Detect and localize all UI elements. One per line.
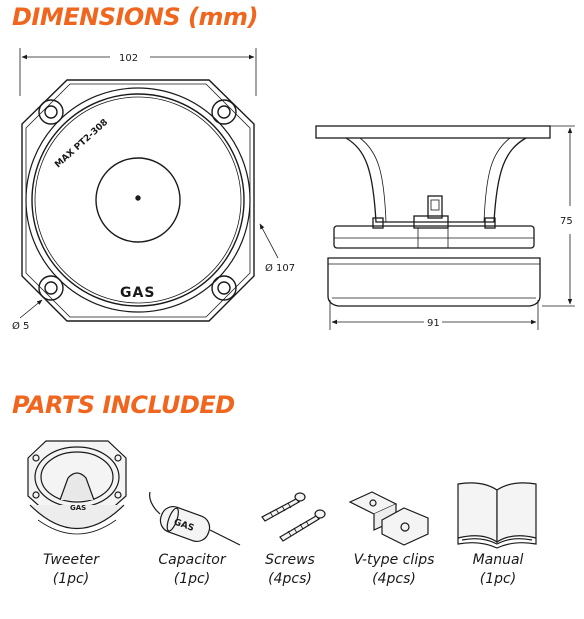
- mounting-hole: [211, 99, 237, 125]
- part-qty: (1pc): [173, 571, 211, 587]
- part-qty: (4pcs): [268, 571, 312, 587]
- gas-logo: GAS: [120, 285, 155, 301]
- part-name: Capacitor: [158, 552, 226, 568]
- mounting-hole: [211, 275, 237, 301]
- dimensions-heading: DIMENSIONS (mm): [12, 3, 259, 31]
- part-name: V-type clips: [353, 552, 435, 568]
- front-view: [19, 48, 257, 322]
- parts-item-manual: Manual (1pc): [443, 551, 553, 589]
- part-qty: (4pcs): [372, 571, 416, 587]
- manual-icon: [457, 482, 537, 549]
- side-height-label: 75: [560, 216, 573, 227]
- side-view: [315, 125, 575, 330]
- clip-icon: [348, 491, 429, 546]
- part-name: Tweeter: [43, 552, 99, 568]
- side-width-label: 91: [427, 318, 440, 329]
- parts-item-capacitor: Capacitor (1pc): [137, 551, 247, 589]
- screw-icon: [261, 492, 326, 542]
- front-width-label: 102: [119, 53, 138, 64]
- part-name: Screws: [265, 552, 315, 568]
- tweeter-icon: GAS: [27, 440, 127, 535]
- capacitor-icon: GAS: [149, 491, 241, 546]
- svg-text:GAS: GAS: [70, 504, 86, 512]
- parts-heading: PARTS INCLUDED: [12, 391, 235, 419]
- parts-item-screws: Screws (4pcs): [235, 551, 345, 589]
- outer-diameter-label: Ø 107: [265, 262, 295, 274]
- parts-item-clips: V-type clips (4pcs): [339, 551, 449, 589]
- mounting-hole: [38, 275, 64, 301]
- hole-diameter-label: Ø 5: [12, 320, 29, 332]
- mounting-hole: [38, 99, 64, 125]
- part-qty: (1pc): [479, 571, 517, 587]
- parts-item-tweeter: Tweeter (1pc): [16, 551, 126, 589]
- part-name: Manual: [472, 552, 524, 568]
- part-qty: (1pc): [52, 571, 90, 587]
